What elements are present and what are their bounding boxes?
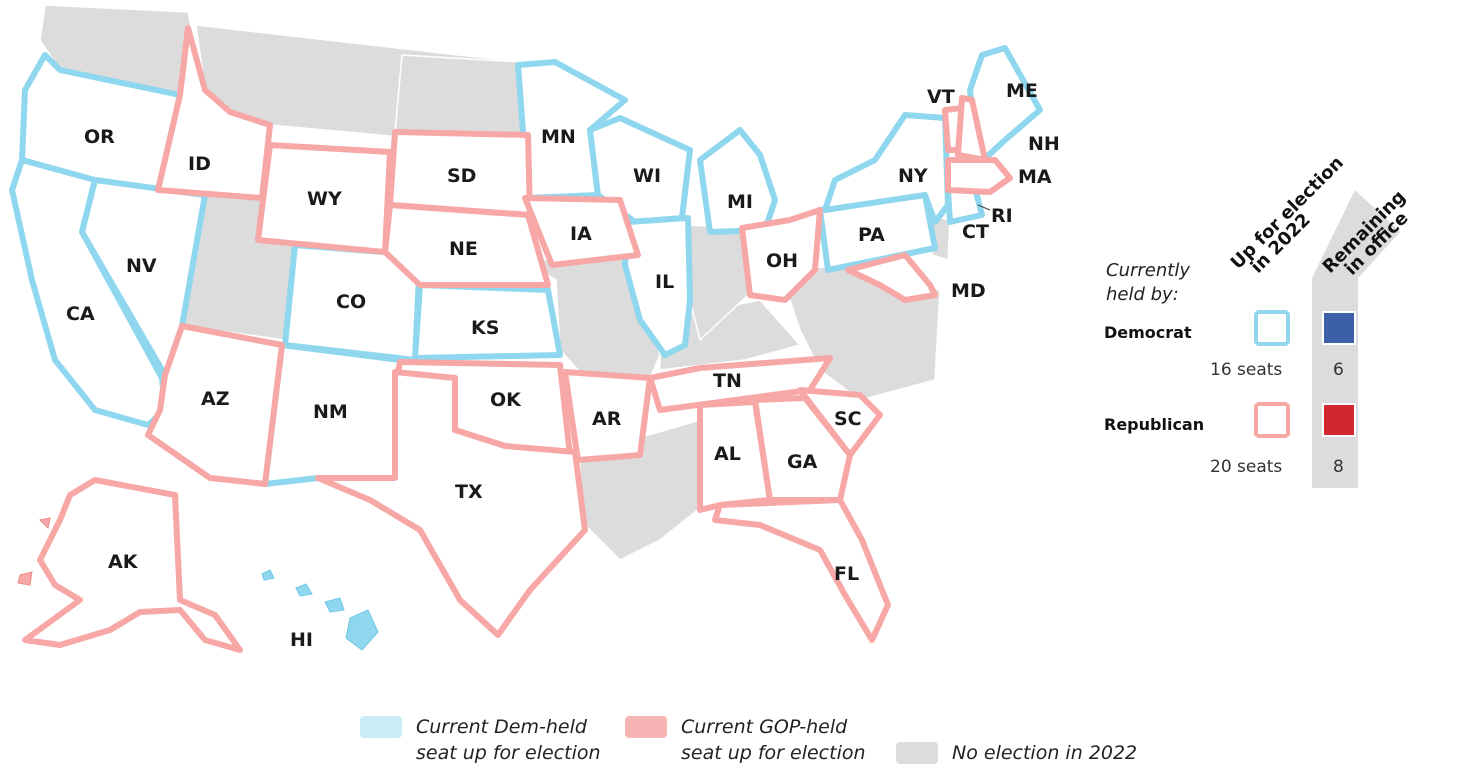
label-ca: CA [66, 303, 95, 325]
label-id: ID [188, 153, 211, 175]
label-co: CO [336, 291, 366, 313]
label-ma: MA [1018, 166, 1052, 188]
dem-up-states [9, 45, 1043, 651]
label-tn: TN [713, 370, 742, 392]
label-wi: WI [633, 165, 661, 187]
state-az [145, 323, 285, 487]
gop-label: Republican [1104, 415, 1204, 434]
legend-dem-up: Current Dem-held seat up for election [360, 714, 601, 766]
state-ne [382, 202, 551, 288]
label-az: AZ [201, 388, 229, 410]
gop-remaining-swatch [1322, 403, 1356, 437]
label-ct: CT [962, 221, 989, 243]
label-tx: TX [455, 481, 483, 503]
state-md [845, 252, 938, 303]
state-ak [22, 477, 243, 653]
legend-dem-line1: Current Dem-held [416, 716, 587, 738]
label-nm: NM [313, 401, 348, 423]
label-pa: PA [858, 224, 885, 246]
label-hi: HI [290, 629, 313, 651]
label-ks: KS [471, 317, 499, 339]
label-oh: OH [766, 250, 798, 272]
label-mn: MN [541, 126, 576, 148]
dem-label: Democrat [1104, 323, 1192, 342]
label-il: IL [655, 271, 674, 293]
label-mi: MI [727, 191, 753, 213]
state-kansas [412, 282, 563, 361]
gop-up-states [17, 25, 1013, 653]
state-mi [697, 127, 778, 235]
label-ak: AK [108, 551, 139, 573]
state-ar [562, 369, 653, 463]
state-nd [394, 54, 529, 136]
state-ak-islands [17, 517, 51, 586]
label-sd: SD [447, 165, 476, 187]
legend-gop-text: Current GOP-held seat up for election [681, 714, 866, 766]
legend-dem-swatch [360, 716, 402, 738]
dem-remaining-count: 6 [1333, 360, 1344, 380]
currently-line1: Currently [1106, 260, 1190, 281]
state-ga [752, 395, 853, 503]
state-hi-3 [324, 597, 345, 613]
seat-legend-graphic: Up for election in 2022 Remaining in off… [1104, 152, 1413, 488]
state-hi-1 [261, 569, 275, 581]
label-wy: WY [307, 188, 342, 210]
state-hi-4 [345, 609, 379, 651]
label-ok: OK [490, 389, 522, 411]
state-tx [315, 369, 588, 638]
legend-dem-text: Current Dem-held seat up for election [416, 714, 601, 766]
label-al: AL [714, 443, 741, 465]
ri-leader-line [977, 204, 991, 211]
dem-up-swatch [1254, 310, 1290, 346]
legend-no-election: No election in 2022 [896, 740, 1137, 766]
currently-line2: held by: [1106, 284, 1179, 305]
gop-up-swatch [1254, 402, 1290, 438]
legend-none-swatch [896, 742, 938, 764]
dem-seats: 16 seats [1210, 360, 1282, 380]
state-fl [712, 497, 891, 643]
state-hi-2 [295, 583, 313, 597]
label-or: OR [84, 126, 115, 148]
label-ri: RI [991, 205, 1013, 227]
label-nh: NH [1028, 133, 1060, 155]
label-ny: NY [898, 165, 928, 187]
label-nv: NV [126, 255, 157, 277]
state-ma [945, 157, 1013, 195]
legend-none-text: No election in 2022 [952, 742, 1138, 764]
label-me: ME [1006, 80, 1038, 102]
label-md: MD [951, 280, 986, 302]
legend-gop-line1: Current GOP-held [681, 716, 848, 738]
state-labels: OR CA NV ID WY SD NE CO KS AZ NM OK TX M… [66, 80, 1060, 651]
label-ar: AR [592, 408, 622, 430]
state-il [622, 215, 693, 358]
state-oh [739, 207, 823, 303]
dem-remaining-swatch [1322, 311, 1356, 345]
label-ia: IA [570, 223, 592, 245]
state-tn [647, 355, 833, 413]
gop-seats: 20 seats [1210, 457, 1282, 477]
label-ne: NE [449, 238, 478, 260]
label-vt: VT [927, 86, 955, 108]
legend-dem-line2: seat up for election [416, 742, 601, 764]
seat-legend: Up for election in 2022 Remaining in off… [1100, 150, 1460, 500]
legend-gop-swatch [625, 716, 667, 738]
legend-gop-line2: seat up for election [681, 742, 866, 764]
legend-gop-up: Current GOP-held seat up for election [625, 714, 866, 766]
label-fl: FL [834, 563, 859, 585]
gop-remaining-count: 8 [1333, 457, 1344, 477]
state-sc [797, 387, 883, 458]
label-sc: SC [834, 408, 862, 430]
label-ga: GA [787, 451, 818, 473]
state-ia [522, 195, 641, 268]
